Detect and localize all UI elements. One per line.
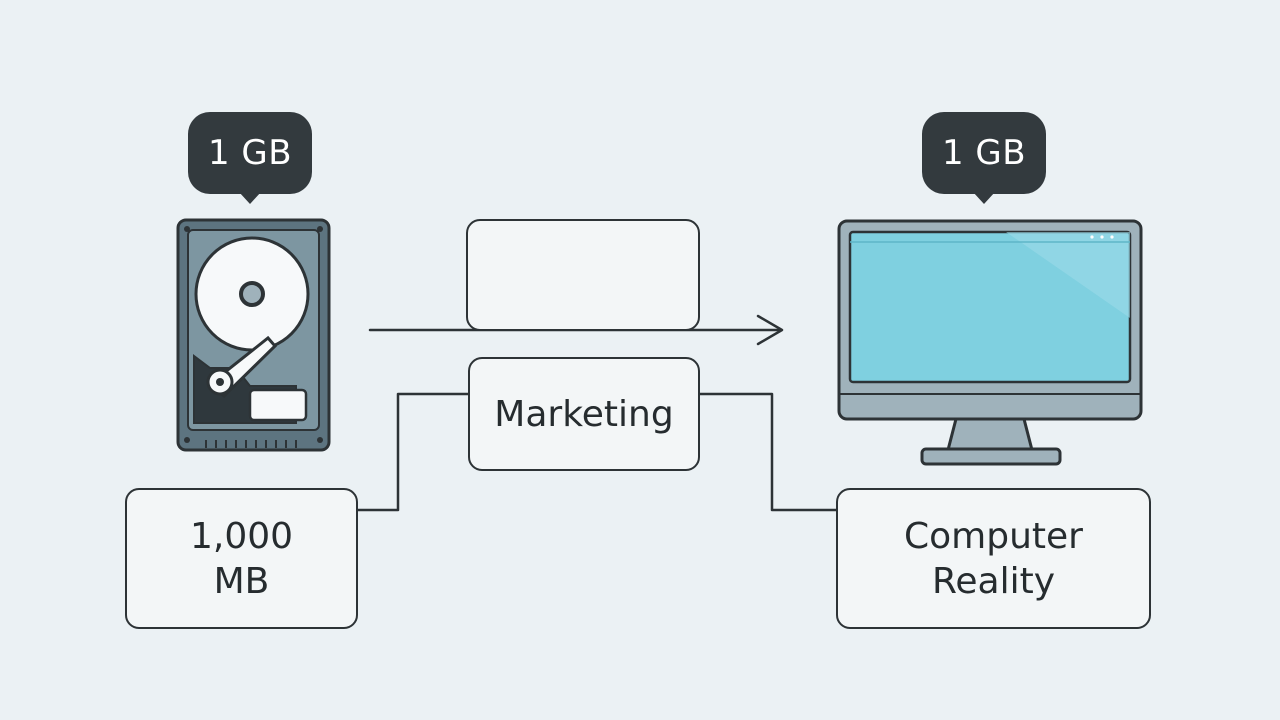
hard-drive-icon (176, 218, 331, 452)
megabytes-value: 1,000 (189, 515, 294, 557)
megabytes-box: 1,000 MB (125, 488, 358, 629)
marketing-label: Marketing (494, 393, 674, 435)
monitor-icon (837, 219, 1143, 466)
source-size-badge: 1 GB (188, 112, 312, 204)
computer-reality-box: Computer Reality (836, 488, 1151, 629)
flow-arrow-head (756, 314, 784, 346)
megabytes-unit: MB (213, 560, 270, 602)
target-size-text: 1 GB (941, 133, 1027, 173)
reality-line-1: Computer (904, 515, 1083, 557)
target-size-badge: 1 GB (922, 112, 1046, 204)
blank-label-box (466, 219, 700, 331)
source-size-text: 1 GB (207, 133, 293, 173)
connector-mb-to-marketing (356, 392, 470, 512)
reality-line-2: Reality (931, 560, 1056, 602)
marketing-box: Marketing (468, 357, 700, 471)
connector-marketing-to-reality (698, 392, 838, 512)
